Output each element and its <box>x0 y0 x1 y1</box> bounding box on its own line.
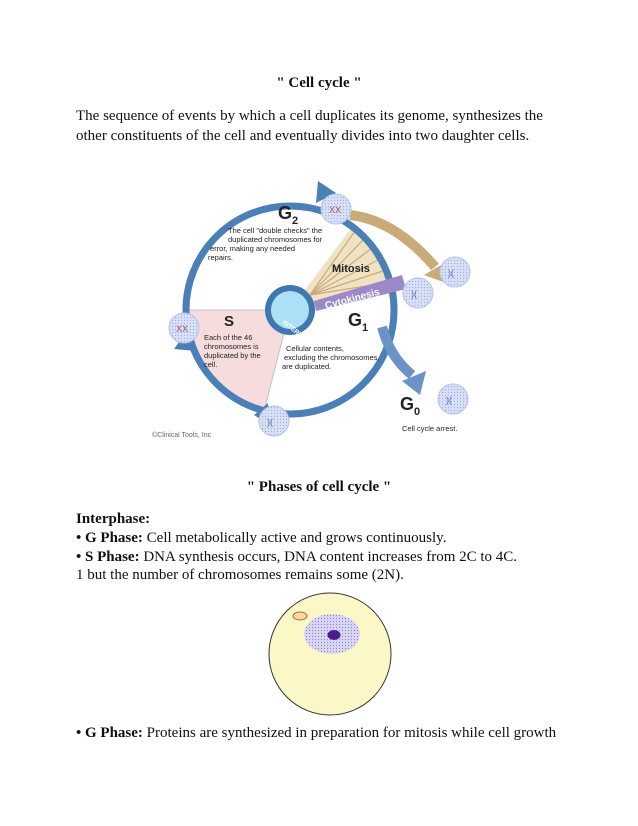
list-item: • G Phase: Cell metabolically active and… <box>76 530 447 546</box>
svg-text:)(: )( <box>267 417 273 427</box>
s-phase-region <box>185 310 290 411</box>
svg-text:)(: )( <box>448 268 454 278</box>
g0-description: Cell cycle arrest. <box>402 424 457 433</box>
g1-label: G1 <box>348 310 368 334</box>
svg-text:XX: XX <box>176 324 188 334</box>
svg-text:)(: )( <box>446 395 452 405</box>
cell-bubble-cytokinesis: )( <box>402 277 434 309</box>
cell-bubble-g0: )( <box>437 383 469 415</box>
page-title: " Cell cycle " <box>276 75 362 91</box>
organelle <box>292 611 308 621</box>
nucleolus <box>327 630 341 640</box>
intro-paragraph: The sequence of events by which a cell d… <box>76 108 543 144</box>
cell-cycle-diagram: Cytokinesis INTERPHASE XX )( )( XX )( )( <box>152 181 471 439</box>
svg-text:XX: XX <box>329 205 341 215</box>
image-credit: ©Clinical Tools, Inc <box>152 431 212 439</box>
g0-arrow <box>377 325 416 379</box>
mitosis-label: Mitosis <box>332 263 370 275</box>
cell-bubble-mitosis: )( <box>439 256 471 288</box>
section-title: " Phases of cell cycle " <box>246 479 392 495</box>
s-label: S <box>224 313 234 330</box>
cell-bubble-top: XX <box>320 193 352 225</box>
g1-description: Cellular contents, excluding the chromos… <box>282 344 382 371</box>
mitosis-arrow <box>349 210 439 271</box>
list-item: • G Phase: Proteins are synthesized in p… <box>76 725 557 741</box>
g0-label: G0 <box>400 394 420 418</box>
cycle-ring <box>182 202 398 418</box>
s-description: Each of the 46 chromosomes is duplicated… <box>204 333 263 369</box>
g2-description: The cell "double checks" the duplicated … <box>208 226 324 262</box>
ring-arrow-top <box>316 181 336 203</box>
svg-text:)(: )( <box>411 289 417 299</box>
note-line: 1 but the number of chromosomes remains … <box>76 567 404 583</box>
center-nucleus <box>271 291 309 329</box>
cytokinesis-band <box>314 275 406 311</box>
cell-bubble-bottom: )( <box>258 405 290 437</box>
interphase-heading: Interphase: <box>76 511 151 527</box>
cell-figure <box>268 592 392 716</box>
cytoplasm <box>268 592 392 716</box>
g2-label: G2 <box>278 203 298 227</box>
cell-bubble-s: XX <box>168 312 200 344</box>
list-item: • S Phase: DNA synthesis occurs, DNA con… <box>76 549 518 565</box>
